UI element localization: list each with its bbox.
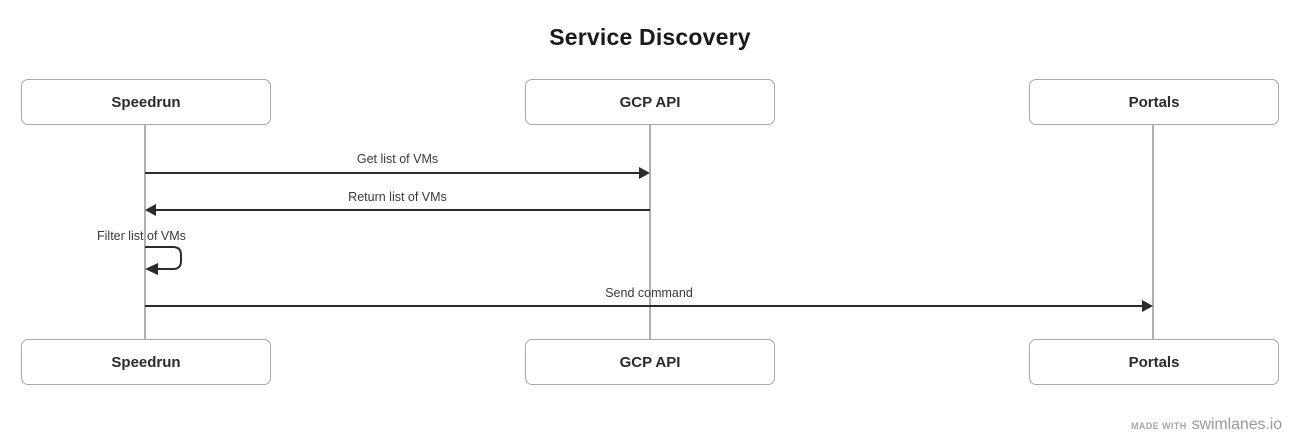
lifeline-speedrun [144, 125, 146, 339]
message-label-return-list-of-vms: Return list of VMs [348, 190, 447, 204]
message-line-send-command [145, 305, 1142, 307]
participant-header-portals[interactable]: Portals [1029, 79, 1279, 125]
self-loop-filter-list-of-vms [145, 246, 182, 275]
participant-header-gcp-api[interactable]: GCP API [525, 79, 775, 125]
participant-label: Speedrun [111, 93, 181, 111]
message-label-filter-list-of-vms: Filter list of VMs [97, 229, 186, 243]
participant-label: GCP API [619, 93, 681, 111]
participant-footer-speedrun[interactable]: Speedrun [21, 339, 271, 385]
lifeline-gcp-api [649, 125, 651, 339]
message-label-get-list-of-vms: Get list of VMs [356, 152, 439, 166]
footer-branding[interactable]: Made with swimlanes.io [1131, 416, 1282, 434]
participant-label: Portals [1128, 353, 1180, 371]
arrow-head-return-list-of-vms [145, 204, 156, 216]
message-line-get-list-of-vms [145, 172, 639, 174]
message-line-return-list-of-vms [156, 209, 650, 211]
message-label-send-command: Send command [605, 286, 693, 300]
arrow-head-get-list-of-vms [639, 167, 650, 179]
page-title: Service Discovery [549, 24, 751, 50]
participant-label: Portals [1128, 93, 1180, 111]
footer-made-with-label: Made with [1131, 421, 1187, 431]
participant-footer-gcp-api[interactable]: GCP API [525, 339, 775, 385]
participant-label: GCP API [619, 353, 681, 371]
footer-brand-label: swimlanes.io [1191, 416, 1282, 433]
participant-label: Speedrun [111, 353, 181, 371]
participant-footer-portals[interactable]: Portals [1029, 339, 1279, 385]
arrow-head-send-command [1142, 300, 1153, 312]
participant-header-speedrun[interactable]: Speedrun [21, 79, 271, 125]
lifeline-portals [1152, 125, 1154, 339]
